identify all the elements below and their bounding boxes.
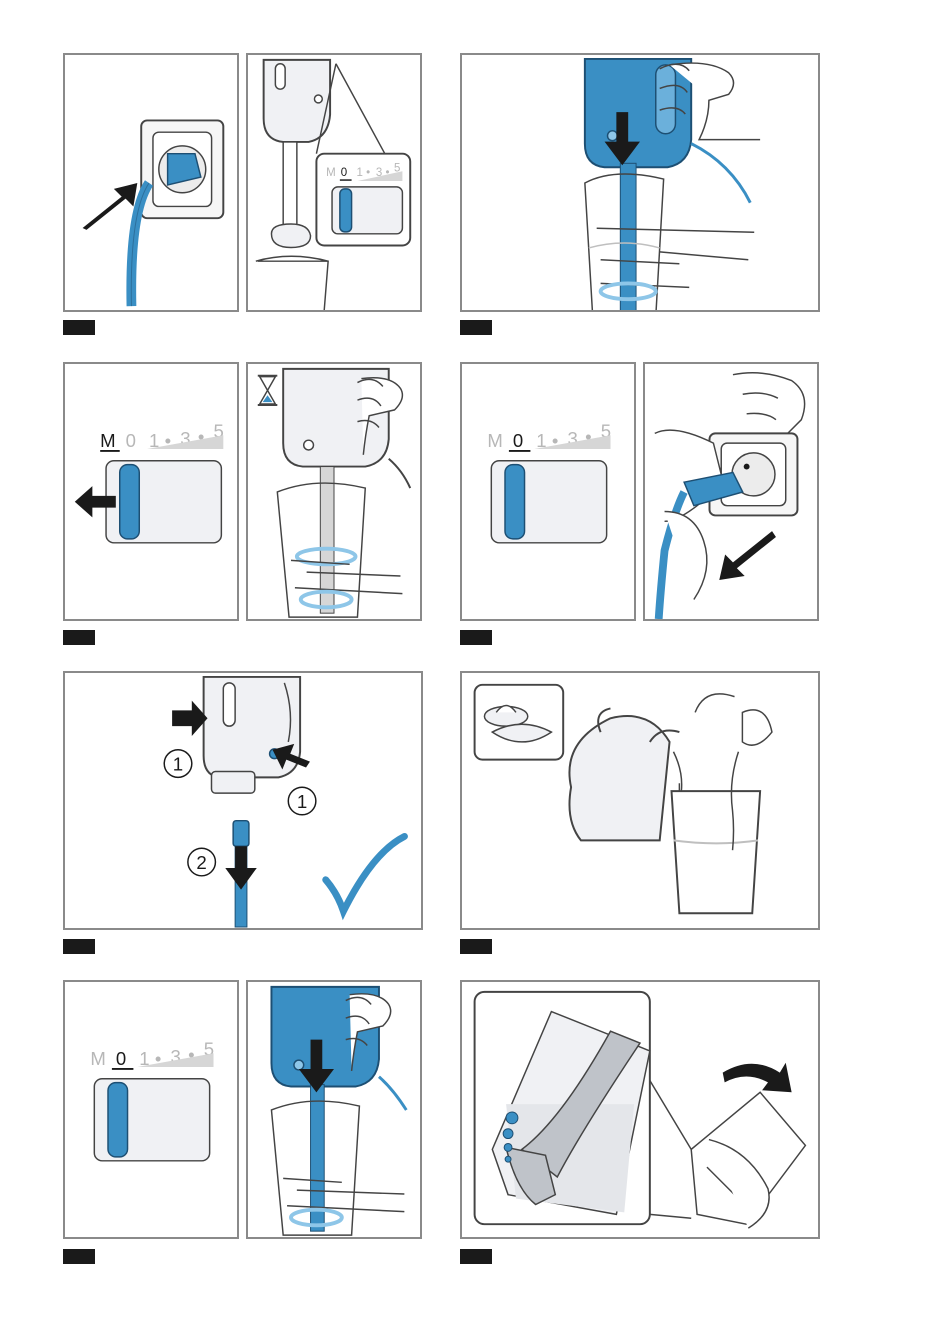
dial-mark-0: 0	[513, 430, 523, 451]
step-switch-m-panel: M 0 1 • 3 • 5	[63, 362, 239, 621]
checkmark-icon	[326, 836, 405, 911]
step-label-6	[460, 939, 492, 954]
callout-1b: 1	[297, 791, 307, 812]
step-label-3	[63, 630, 95, 645]
dial-mark-1: 1	[356, 167, 362, 179]
step-switch-0-panel: M 0 1 • 3 • 5	[460, 362, 636, 621]
turn-arrow-icon	[723, 1063, 792, 1093]
dial-mark-m: M	[326, 167, 336, 179]
dial-mark-m: M	[100, 430, 115, 451]
step-label-5	[63, 939, 95, 954]
step-label-1	[63, 320, 95, 335]
callout-1a: 1	[173, 753, 183, 774]
step-ingredients-panel	[460, 671, 820, 930]
step-switch-0-again-panel: M 0 1 • 3 • 5	[63, 980, 239, 1239]
step-switch-off-panel: M 0 1 • 3 • 5	[246, 53, 422, 312]
step-label-4	[460, 630, 492, 645]
step-pour-out-panel	[460, 980, 820, 1239]
step-blend-again-panel	[246, 980, 422, 1239]
hourglass-icon	[258, 376, 278, 405]
unplug-arrow-icon	[719, 531, 776, 580]
step-plug-in-panel	[63, 53, 239, 312]
press-arrow-left-icon	[172, 701, 207, 736]
step-label-8	[460, 1249, 492, 1264]
dial-mark-m: M	[487, 430, 502, 451]
dial-mark-0: 0	[116, 1048, 126, 1069]
callout-2: 2	[196, 852, 206, 873]
step-blend-panel	[246, 362, 422, 621]
step-unplug-panel	[643, 362, 819, 621]
svg-text:•: •	[366, 167, 370, 179]
dial-mark-0: 0	[126, 430, 136, 451]
step-detach-panel: 1 1 2	[63, 671, 423, 930]
step-label-2	[460, 320, 492, 335]
step-label-7	[63, 1249, 95, 1264]
plug-in-arrow-icon	[83, 183, 138, 230]
release-button-arrow-icon	[225, 846, 257, 889]
dial-mark-0: 0	[341, 167, 347, 179]
dial-mark-m: M	[90, 1048, 105, 1069]
step-insert-blender-panel	[460, 53, 820, 312]
